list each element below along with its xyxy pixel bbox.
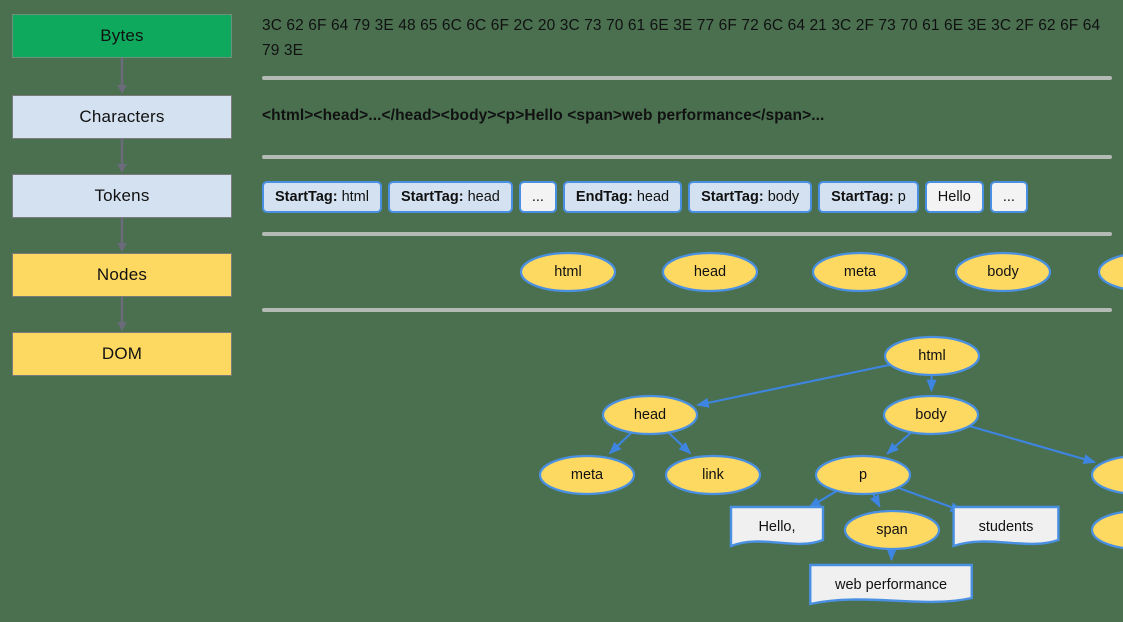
tree-node-label: span <box>876 522 907 538</box>
token-value: p <box>897 189 906 205</box>
tree-edge-p-to-stud <box>897 486 964 512</box>
tree-node-body <box>882 394 980 436</box>
dom-tree: htmlheadbodymetalinkpdivHello,spanstuden… <box>538 335 1123 606</box>
nodes-strip: htmlheadmetabodypHello <box>519 251 1123 293</box>
tree-edge-head-to-meta <box>608 431 633 455</box>
tree-node-students <box>952 505 1060 548</box>
token-chip: EndTag:head <box>562 181 683 213</box>
token-value: Hello <box>937 189 971 205</box>
node-label: html <box>554 264 581 280</box>
token-kind: StartTag: <box>275 189 338 205</box>
pipeline-arrow-0 <box>117 58 127 94</box>
tree-node-label: p <box>859 467 867 483</box>
tree-node-p <box>814 454 912 496</box>
bytes-hex-text: 3C 62 6F 64 79 3E 48 65 6C 6C 6F 2C 20 3… <box>262 17 1101 59</box>
node-label: body <box>987 264 1019 280</box>
node-body <box>954 251 1052 293</box>
token-kind: StartTag: <box>831 189 894 205</box>
pipeline-stage-nodes: Nodes <box>12 253 232 297</box>
token-chip: StartTag:body <box>688 181 813 213</box>
detail-panel: 3C 62 6F 64 79 3E 48 65 6C 6C 6F 2C 20 3… <box>250 0 1123 622</box>
tree-node-label: body <box>915 407 947 423</box>
separator-4 <box>262 308 1112 312</box>
tree-edge-head-to-link <box>667 431 692 455</box>
pipeline-stage-label: DOM <box>101 344 143 363</box>
pipeline-stage-label: Nodes <box>96 265 148 284</box>
tree-edge-p-to-span <box>869 493 881 508</box>
pipeline-arrow-3 <box>117 297 127 331</box>
node-label: meta <box>844 264 877 280</box>
tree-node-label: html <box>918 348 945 364</box>
token-value: body <box>767 189 800 205</box>
characters-markup-text: <html><head>...</head><body><p>Hello <sp… <box>262 107 825 124</box>
token-value: head <box>636 189 670 205</box>
tree-node-label: head <box>634 407 666 423</box>
tree-node-html <box>883 335 981 377</box>
tree-edge-body-to-p <box>886 431 913 455</box>
node-p <box>1097 254 1123 290</box>
tree-node-link <box>664 454 762 496</box>
pipeline-stage-label: Bytes <box>100 26 144 45</box>
tree-node-label: Hello, <box>758 519 795 535</box>
token-value: head <box>467 189 500 205</box>
token-value: ... <box>1002 189 1015 205</box>
token-kind: StartTag: <box>400 189 464 205</box>
token-chip: StartTag:p <box>818 181 919 213</box>
token-chip: StartTag:head <box>387 181 513 213</box>
pipeline-arrow-2 <box>117 218 127 252</box>
tree-node-head <box>601 394 699 436</box>
tree-edge-body-to-div <box>968 425 1097 464</box>
tree-edge-html-to-head <box>696 363 891 408</box>
tree-node-meta <box>538 454 636 496</box>
pipeline-stage-dom: DOM <box>12 332 232 376</box>
tree-node-div <box>1090 456 1123 494</box>
tree-node-label: web performance <box>834 577 947 593</box>
tree-node-label: meta <box>571 467 604 483</box>
token-chip: Hello <box>924 181 984 213</box>
node-head <box>661 251 759 293</box>
node-html <box>519 251 617 293</box>
pipeline-stage-bytes: Bytes <box>12 14 232 58</box>
pipeline-stage-characters: Characters <box>12 95 232 139</box>
tree-node-web-performance <box>809 563 973 606</box>
pipeline-stage-tokens: Tokens <box>12 174 232 218</box>
token-chip: ... <box>518 181 557 213</box>
pipeline-stage-label: Characters <box>79 107 165 126</box>
pipeline-stage-label: Tokens <box>94 186 150 205</box>
token-chip: ... <box>989 181 1028 213</box>
tree-node-label: students <box>979 519 1034 535</box>
token-value: html <box>341 189 369 205</box>
tree-node-img <box>1090 511 1123 549</box>
separator-2 <box>262 155 1112 159</box>
token-kind: StartTag: <box>701 189 764 205</box>
token-chip: StartTag:html <box>262 181 382 213</box>
tree-node-span <box>843 509 941 551</box>
tree-node-label: link <box>702 467 725 483</box>
separator-1 <box>262 76 1112 80</box>
node-meta <box>811 251 909 293</box>
tree-edge-p-to-hello <box>808 489 838 509</box>
pipeline-arrow-1 <box>117 139 127 173</box>
tree-node-hello- <box>729 505 825 548</box>
token-kind: EndTag: <box>575 189 633 205</box>
separator-3 <box>262 232 1112 236</box>
token-value: ... <box>531 189 544 205</box>
node-label: head <box>694 264 726 280</box>
